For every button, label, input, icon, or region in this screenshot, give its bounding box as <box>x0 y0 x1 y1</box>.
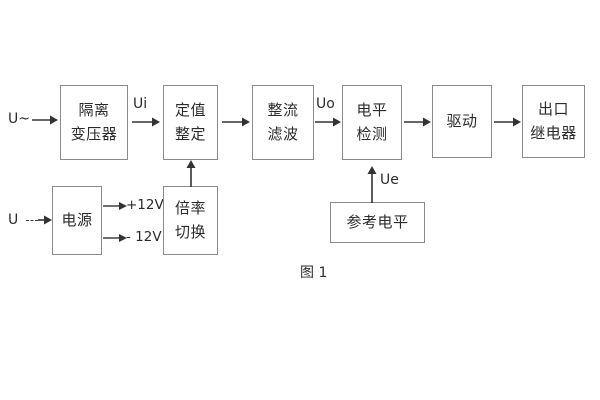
block-line: 滤波 <box>267 124 299 143</box>
block-line: 倍率 <box>174 199 206 218</box>
block-line: 隔离 <box>78 101 110 120</box>
block-line: 电平 <box>356 101 388 120</box>
arrow-reference-to-level <box>366 166 378 203</box>
block-line: 变压器 <box>70 124 118 143</box>
block-line: 定值 <box>174 101 206 120</box>
arrow-u-to-isolation <box>32 114 58 126</box>
arrow-u-to-power <box>26 214 52 226</box>
block-line: 继电器 <box>530 123 577 142</box>
block-setting-value: 定值 整定 <box>163 85 218 160</box>
arrow-rectify-to-level <box>315 116 341 128</box>
arrow-level-to-drive <box>404 116 431 128</box>
block-line: 整定 <box>174 124 206 143</box>
dashed-connector-u-dc <box>26 220 38 221</box>
signal-label-uo: Uo <box>316 96 335 112</box>
arrow-rail-negative <box>103 232 127 244</box>
arrow-multiplier-to-setting <box>185 160 197 187</box>
block-line: 切换 <box>174 222 206 241</box>
block-line: 整流 <box>267 101 299 120</box>
input-label-u-dc: U <box>8 212 19 228</box>
block-line: 参考电平 <box>346 212 409 231</box>
signal-label-ui: Ui <box>133 96 148 112</box>
arrow-setting-to-rectify <box>222 116 250 128</box>
signal-label-ue: Ue <box>380 172 399 188</box>
block-reference-level: 参考电平 <box>330 202 425 243</box>
rail-label-negative: - 12V <box>126 229 162 245</box>
block-power-supply: 电源 <box>52 186 102 255</box>
block-isolation-transformer: 隔离 变压器 <box>60 85 128 160</box>
arrow-isolation-to-setting <box>132 116 160 128</box>
block-output-relay: 出口 继电器 <box>522 85 585 158</box>
input-label-u-ac: U~ <box>8 111 30 127</box>
block-line: 检测 <box>356 124 388 143</box>
block-drive: 驱动 <box>432 85 492 158</box>
rail-label-positive: +12V <box>126 197 164 213</box>
block-line: 电源 <box>61 210 93 229</box>
block-rectify-filter: 整流 滤波 <box>252 85 314 160</box>
block-level-detection: 电平 检测 <box>342 85 402 160</box>
block-line: 驱动 <box>446 111 478 130</box>
figure-caption: 图 1 <box>300 265 328 281</box>
arrow-rail-positive <box>103 200 127 212</box>
block-multiplier-switch: 倍率 切换 <box>163 186 218 255</box>
block-line: 出口 <box>537 100 569 119</box>
arrow-drive-to-relay <box>494 116 521 128</box>
